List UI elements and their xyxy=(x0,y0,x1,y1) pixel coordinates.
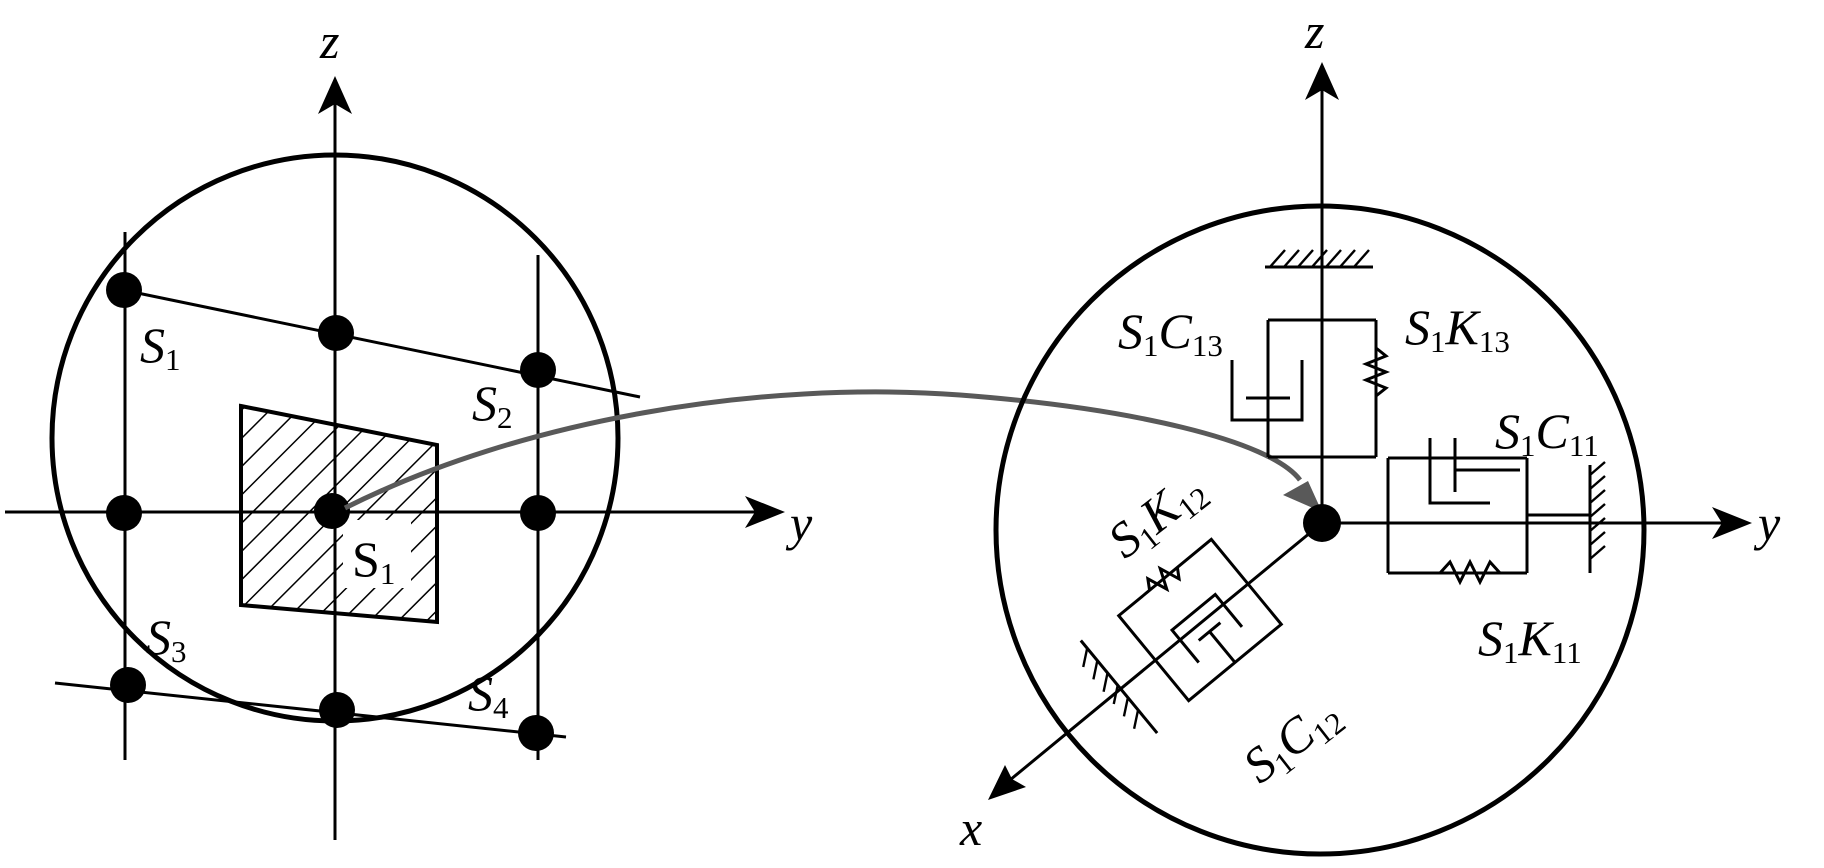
z-axis-arrowhead xyxy=(318,76,352,114)
z-spring-damper xyxy=(1230,249,1391,459)
center-label: S1 xyxy=(352,531,395,591)
right-z-axis-label: z xyxy=(1304,3,1324,59)
node xyxy=(106,495,142,531)
center-node xyxy=(314,493,350,529)
label-s3: S3 xyxy=(146,609,187,669)
right-x-axis-line xyxy=(1009,521,1323,782)
label-s1: S1 xyxy=(140,317,181,377)
right-z-axis-arrowhead xyxy=(1305,62,1339,100)
connector-arrowhead xyxy=(1283,481,1322,512)
node xyxy=(518,715,554,751)
right-x-axis-label: x xyxy=(959,800,982,856)
label-s1c12: S1C12 xyxy=(1232,685,1352,797)
left-y-axis-label: y xyxy=(785,495,813,551)
connector-arrow xyxy=(343,389,1322,512)
origin-node xyxy=(1303,504,1341,542)
node xyxy=(110,667,146,703)
y-spring-damper xyxy=(1386,438,1606,586)
label-s1k12: S1K12 xyxy=(1097,460,1217,572)
right-panel: z y x S1C13 S1K13 S1C11 S1K11 S1K12 S1C1… xyxy=(959,3,1781,857)
node xyxy=(106,272,142,308)
grid-line-upper xyxy=(122,288,641,399)
label-s1k13: S1K13 xyxy=(1405,299,1510,359)
node xyxy=(319,692,355,728)
center-label-background xyxy=(343,520,411,588)
right-y-axis-label: y xyxy=(1753,495,1781,551)
node xyxy=(520,495,556,531)
label-s1c13: S1C13 xyxy=(1118,303,1223,363)
label-s1k11: S1K11 xyxy=(1478,610,1582,670)
left-panel: z y S1 S2 S3 S4 S1 xyxy=(5,13,813,840)
left-z-axis-label: z xyxy=(319,13,339,69)
right-boundary-circle xyxy=(993,203,1647,857)
connector-arrow-path xyxy=(343,389,1302,511)
right-x-axis-arrowhead xyxy=(988,765,1026,800)
label-s4: S4 xyxy=(468,665,509,725)
label-s2: S2 xyxy=(472,375,513,435)
node xyxy=(520,352,556,388)
y-axis-arrowhead xyxy=(745,496,785,528)
label-s1c11: S1C11 xyxy=(1495,403,1599,463)
x-spring-damper xyxy=(1079,537,1284,735)
node xyxy=(318,315,354,351)
right-y-axis-arrowhead xyxy=(1712,507,1752,539)
